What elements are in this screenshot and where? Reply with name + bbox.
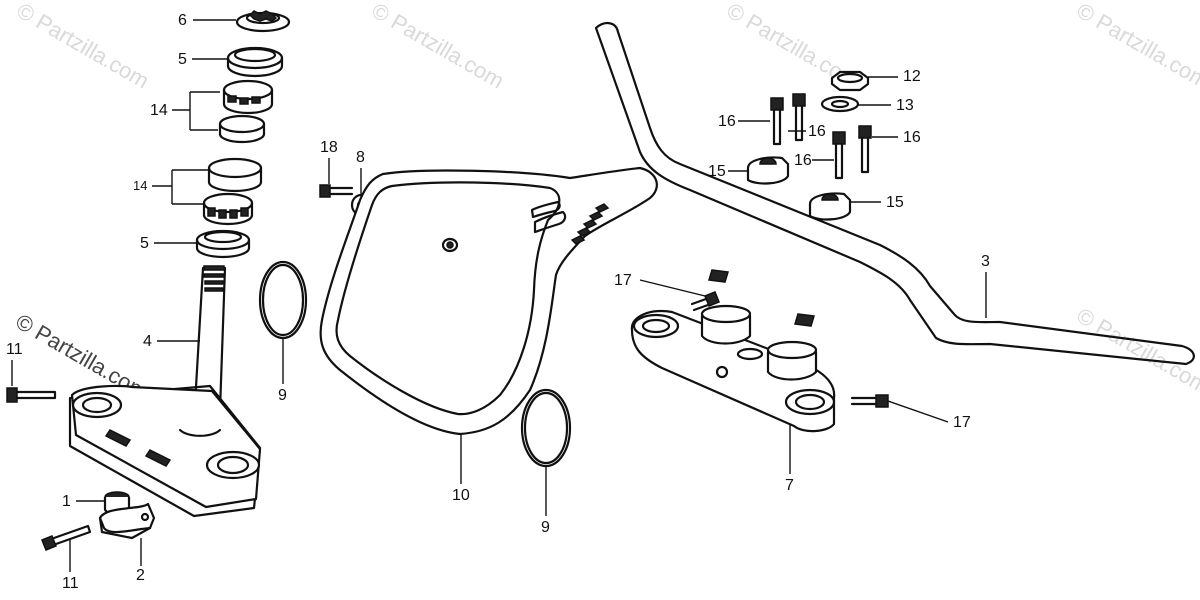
callout-18: 18 bbox=[320, 139, 338, 156]
callout-12: 12 bbox=[903, 68, 921, 85]
callout-7: 7 bbox=[785, 477, 794, 494]
part-13-washer bbox=[820, 95, 860, 113]
callout-2: 2 bbox=[136, 567, 145, 584]
callout-4: 4 bbox=[143, 333, 152, 350]
callout-11: 11 bbox=[6, 341, 23, 358]
callout-3: 3 bbox=[981, 253, 990, 270]
part-16-bolt-b bbox=[792, 93, 806, 142]
callout-10: 10 bbox=[452, 487, 470, 504]
part-16-bolt-c bbox=[832, 131, 846, 180]
part-17-bolt-upper bbox=[690, 291, 720, 312]
callout-9: 9 bbox=[278, 387, 287, 404]
callout-17: 17 bbox=[953, 414, 971, 431]
part-11-bolt-upper bbox=[6, 387, 57, 403]
part-16-bolt-d bbox=[858, 125, 872, 174]
callout-5: 5 bbox=[140, 235, 149, 252]
callout-1: 1 bbox=[62, 493, 71, 510]
part-18-bolt bbox=[319, 184, 354, 198]
watermark-text: © Partzilla.com bbox=[1073, 303, 1200, 399]
callout-8: 8 bbox=[356, 149, 365, 166]
part-16-bolt-a bbox=[770, 97, 784, 146]
callout-16: 16 bbox=[808, 123, 826, 140]
callout-14: 14 bbox=[133, 178, 147, 193]
callout-15: 15 bbox=[708, 163, 726, 180]
callout-9: 9 bbox=[541, 519, 550, 536]
callout-17: 17 bbox=[614, 272, 632, 289]
watermark-text: © Partzilla.com bbox=[13, 0, 154, 93]
watermark-text: © Partzilla.com bbox=[368, 0, 509, 93]
part-7-upper-clamp bbox=[630, 304, 836, 433]
part-2-bracket bbox=[98, 502, 156, 540]
part-11-bolt-lower bbox=[41, 524, 92, 551]
callouts: 6 5 14 14 5 4 11 1 2 11 18 8 9 bbox=[6, 12, 990, 592]
callout-13: 13 bbox=[896, 97, 914, 114]
callout-16: 16 bbox=[903, 129, 921, 146]
callout-16: 16 bbox=[718, 113, 736, 130]
callout-11: 11 bbox=[62, 575, 79, 592]
part-9-band-right bbox=[520, 388, 572, 468]
callout-16: 16 bbox=[794, 152, 812, 169]
part-12-nut bbox=[830, 70, 870, 92]
part-5-dust-seal-top bbox=[226, 46, 284, 78]
part-14-bearing-top bbox=[218, 79, 274, 144]
part-17-bolt-lower bbox=[850, 394, 889, 408]
part-15-holder-upper bbox=[746, 156, 790, 185]
callout-15: 15 bbox=[886, 194, 904, 211]
watermark-text: © Partzilla.com bbox=[1073, 0, 1200, 93]
callout-5: 5 bbox=[178, 51, 187, 68]
part-4-steering-stem bbox=[68, 265, 262, 518]
part-3-handlebar bbox=[594, 22, 1195, 366]
part-9-band-left bbox=[258, 260, 308, 340]
part-6-stem-nut bbox=[235, 10, 291, 33]
part-15-holder-lower bbox=[808, 192, 852, 221]
callout-14: 14 bbox=[150, 102, 168, 119]
callout-6: 6 bbox=[178, 12, 187, 29]
part-10-number-plate bbox=[319, 166, 658, 436]
part-5-dust-seal-lower bbox=[195, 229, 251, 259]
part-14-bearing-lower bbox=[202, 157, 263, 226]
